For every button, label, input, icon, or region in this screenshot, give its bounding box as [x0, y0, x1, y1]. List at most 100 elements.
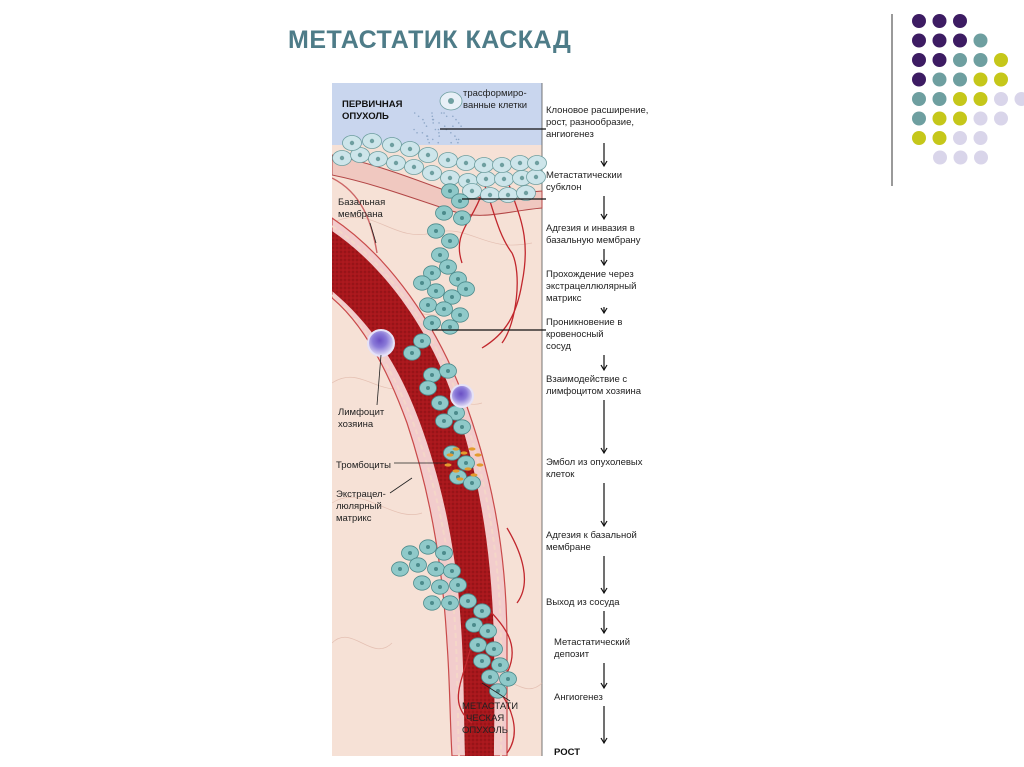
step-label-8: Адгезия к базальной: [546, 530, 637, 541]
tumor-cell: [459, 593, 477, 609]
step-label-10: депозит: [554, 649, 590, 660]
divider-line: [891, 14, 893, 186]
tumor-cell: [440, 170, 460, 186]
decor-dot: [973, 72, 988, 87]
tumor-cell: [427, 561, 445, 577]
tumor-cell: [473, 653, 491, 669]
tumor-cell: [404, 159, 424, 175]
slide-title: МЕТАСТАТИК КАСКАД: [288, 26, 572, 54]
step-label-12: РОСТ: [554, 747, 580, 756]
tumor-cell: [510, 155, 530, 171]
platelet: [452, 447, 460, 451]
tumor-cell: [422, 165, 442, 181]
tumor-cell: [438, 152, 458, 168]
platelet: [452, 469, 460, 473]
tumor-cell: [474, 157, 494, 173]
step-label-11: Ангиогенез: [554, 692, 603, 703]
step-label-2: субклон: [546, 182, 582, 193]
label-ecm: Экстрацел-: [336, 489, 386, 500]
arrow-head: [600, 160, 608, 168]
decor-dot: [912, 72, 926, 87]
step-label-9: Выход из сосуда: [546, 597, 620, 608]
label-basal-membrane: Базальная: [338, 197, 385, 208]
arrow-head: [600, 364, 608, 372]
tumor-cell: [409, 557, 427, 573]
tumor-cell: [456, 155, 476, 171]
tumor-cell: [368, 151, 388, 167]
step-label-6: лимфоцитом хозяина: [546, 386, 642, 397]
step-label-3: Адгезия и инвазия в: [546, 223, 635, 234]
step-label-1: ангиогенез: [546, 129, 594, 140]
transformed-cell: [439, 91, 463, 111]
platelet: [444, 463, 452, 467]
decor-dot: [994, 92, 1008, 106]
decor-dot: [932, 72, 947, 87]
vessel-lining-left: [332, 294, 460, 756]
label-lymphocyte: Лимфоцит: [338, 407, 385, 418]
decor-dot: [974, 150, 988, 165]
decor-dot: [973, 131, 988, 145]
step-label-4: Прохождение через: [546, 269, 634, 280]
decor-dot: [933, 150, 947, 165]
decor-dot: [973, 92, 988, 106]
platelets: [444, 447, 484, 481]
step-label-2: Метастатическии: [546, 170, 622, 181]
decor-dot: [932, 92, 947, 106]
tumor-cell: [457, 281, 475, 297]
tumor-cell: [494, 171, 514, 187]
tumor-cell: [441, 233, 459, 249]
tumor-cell: [441, 183, 459, 199]
decor-dot: [932, 14, 947, 28]
tumor-cell: [413, 575, 431, 591]
step-label-4: матрикс: [546, 293, 582, 304]
decor-dot: [953, 150, 968, 165]
step-label-5: кровеносный: [546, 329, 604, 340]
label-pointers: [369, 222, 511, 702]
step-label-1: Клоновое расширение,: [546, 105, 648, 116]
migrating-tumor-cells: [391, 183, 517, 699]
arrow-head: [600, 682, 608, 690]
tumor-cell: [423, 595, 441, 611]
decor-dot: [912, 33, 926, 48]
tumor-cell: [332, 150, 352, 166]
tumor-cell: [386, 155, 406, 171]
tumor-cell: [435, 205, 453, 221]
decor-dot: [953, 111, 967, 126]
tumor-cell: [418, 147, 438, 163]
decor-dot: [953, 14, 967, 28]
metastatic-cascade-diagram: ПЕРВИЧНАЯ ОПУХОЛЬ Базальная мембрана Лим…: [332, 83, 648, 756]
svg-text:ЧЕСКАЯ: ЧЕСКАЯ: [466, 713, 504, 724]
tumor-cell: [382, 137, 402, 153]
tumor-cell: [403, 345, 421, 361]
arrow-head: [600, 737, 608, 745]
tumor-cell: [423, 265, 441, 281]
tumor-cell: [419, 380, 437, 396]
tumor-cell: [485, 641, 503, 657]
decor-dot: [994, 72, 1008, 87]
tumor-cell: [527, 155, 547, 171]
decor-dot: [912, 111, 926, 126]
step-label-5: сосуд: [546, 341, 571, 352]
tumor-cell: [469, 637, 487, 653]
platelet: [464, 467, 472, 471]
tumor-cell: [439, 363, 457, 379]
arrow-head: [600, 259, 608, 267]
label-primary-tumor: ПЕРВИЧНАЯ: [342, 99, 403, 110]
tumor-cell: [489, 683, 507, 699]
tumor-cell: [413, 275, 431, 291]
tumor-cell: [451, 193, 469, 209]
step-label-4: экстрацеллюлярный: [546, 281, 636, 292]
platelet: [474, 453, 482, 457]
decor-dot: [953, 33, 967, 48]
tumor-cell: [465, 617, 483, 633]
svg-text:ОПУХОЛЬ: ОПУХОЛЬ: [342, 111, 389, 122]
decor-dot: [953, 92, 967, 106]
tumor-cell: [449, 577, 467, 593]
tumor-cell: [481, 669, 499, 685]
tumor-cell: [453, 210, 471, 226]
step-label-1: рост, разнообразие,: [546, 117, 634, 128]
step-label-7: Эмбол из опухолевых: [546, 457, 643, 468]
tumor-cell: [419, 539, 437, 555]
tumor-cell: [491, 657, 509, 673]
step-label-6: Взаимодействие с: [546, 374, 627, 385]
